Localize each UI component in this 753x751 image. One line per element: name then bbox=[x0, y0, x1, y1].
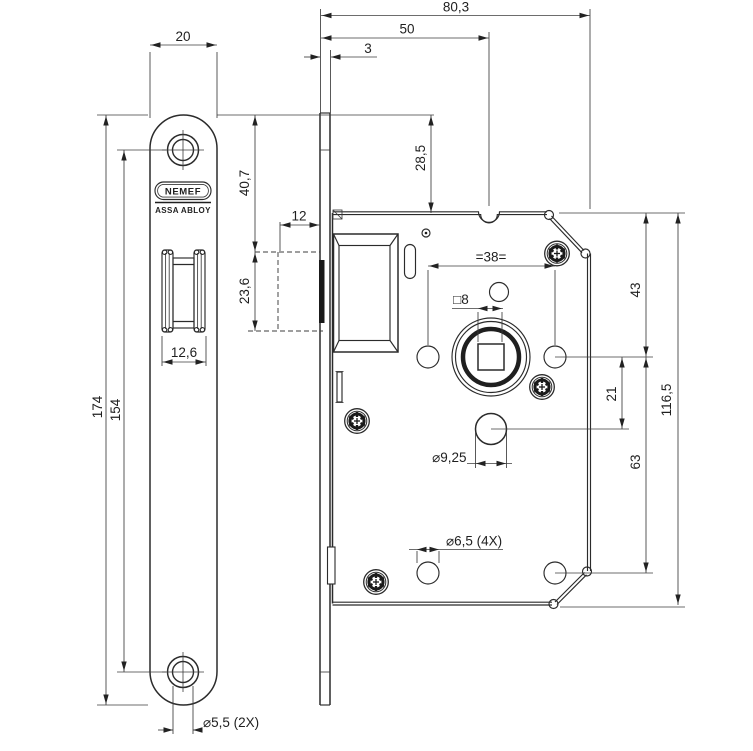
brand-name-label: NEMEF bbox=[165, 186, 201, 197]
dim-plate-width: 20 bbox=[149, 29, 218, 118]
dim-faceplate-thickness-label: 3 bbox=[364, 41, 372, 56]
bottom-screw-hole-icon bbox=[161, 651, 205, 693]
case-top-edge bbox=[332, 211, 547, 223]
torx-screw-icon-bottom-left bbox=[362, 568, 390, 596]
spring-pin bbox=[336, 371, 343, 403]
dim-plate-top-to-case: 28,5 bbox=[217, 114, 434, 213]
front-view-faceplate: NEMEF ASSA ABLOY bbox=[149, 114, 218, 706]
dim-follower-to-cylinder: 21 bbox=[604, 357, 625, 429]
dim-fixing-holes: ⌀6,5 (4X) bbox=[409, 534, 503, 563]
dim-screw-distance: 154 bbox=[108, 149, 166, 673]
dim-latch-projection: 12 bbox=[279, 209, 320, 251]
spindle-follower-hub bbox=[451, 317, 531, 397]
dim-follower-to-cylinder-label: 21 bbox=[604, 386, 619, 401]
faceplate-outline bbox=[149, 114, 218, 706]
latch-extended-dashed bbox=[248, 251, 323, 332]
case-outline bbox=[331, 209, 593, 610]
dim-fixing-holes-label: ⌀6,5 (4X) bbox=[446, 534, 502, 549]
corner-tab bbox=[332, 209, 343, 220]
spindle-square-hole bbox=[477, 343, 505, 371]
side-view-lock-case bbox=[248, 112, 593, 706]
dim-total-depth: 80,3 bbox=[320, 0, 591, 209]
dim-plate-top-to-case-label: 28,5 bbox=[413, 145, 428, 171]
dim-plate-screw-holes: ⌀5,5 (2X) bbox=[158, 686, 259, 734]
latch-head-protrusion bbox=[319, 260, 325, 323]
dim-follower-axis-label: =38= bbox=[476, 250, 507, 265]
dim-plate-screw-holes-label: ⌀5,5 (2X) bbox=[203, 715, 259, 730]
dim-cylinder-hole-label: ⌀9,25 bbox=[432, 450, 466, 465]
dim-cylinder-hole: ⌀9,25 bbox=[432, 432, 512, 468]
torx-screw-icon-top-right bbox=[543, 239, 571, 268]
stop-hole bbox=[488, 281, 510, 303]
brand-group-label: ASSA ABLOY bbox=[155, 206, 211, 215]
faceplate-edge-strip bbox=[319, 112, 331, 706]
latch-front-view bbox=[161, 249, 206, 333]
dim-backset-label: 50 bbox=[399, 22, 414, 37]
dim-latch-width-label: 12,6 bbox=[171, 345, 197, 360]
dimensions: 20 174 154 12,6 ⌀5,5 (2X) bbox=[90, 0, 685, 734]
dim-spindle-square-label: □8 bbox=[453, 292, 469, 307]
top-screw-hole-icon bbox=[161, 129, 205, 171]
dim-case-height-label: 116,5 bbox=[659, 384, 674, 417]
dim-latch-height-label: 23,6 bbox=[237, 278, 252, 304]
edge-tab bbox=[326, 546, 336, 585]
dim-plate-width-label: 20 bbox=[175, 29, 190, 44]
top-chamfer bbox=[551, 215, 585, 251]
dim-faceplate-thickness: 3 bbox=[304, 41, 377, 113]
torx-screw-icon-mid-left bbox=[343, 407, 371, 435]
dim-latch-projection-label: 12 bbox=[291, 209, 306, 224]
torx-screw-icon-mid-right bbox=[528, 373, 556, 401]
slot-cutout bbox=[403, 243, 417, 280]
fixing-hole-lower-left bbox=[416, 561, 440, 585]
fixing-hole-upper-left bbox=[416, 345, 440, 369]
bottom-chamfer bbox=[554, 572, 585, 603]
dim-backset: 50 bbox=[321, 22, 490, 206]
dim-follower-heights: 43 63 bbox=[628, 213, 649, 573]
dim-follower-axis: =38= bbox=[427, 250, 556, 345]
dim-plate-length: 174 bbox=[90, 114, 148, 706]
small-pivot-hole bbox=[421, 228, 431, 238]
dim-screw-distance-label: 154 bbox=[108, 398, 123, 421]
dim-spindle-square: □8 bbox=[452, 292, 503, 342]
dim-total-depth-label: 80,3 bbox=[443, 0, 469, 15]
dim-case-height: 116,5 bbox=[659, 213, 681, 605]
dim-plate-top-to-latch-label: 40,7 bbox=[237, 170, 252, 196]
dim-plate-length-label: 174 bbox=[90, 395, 105, 418]
dim-case-top-to-follower-label: 43 bbox=[628, 282, 643, 297]
dim-cylinder-to-lower-holes-label: 63 bbox=[628, 454, 643, 469]
latch-side-view bbox=[319, 233, 399, 353]
brand-badge: NEMEF ASSA ABLOY bbox=[154, 181, 212, 215]
dim-latch-width: 12,6 bbox=[161, 336, 207, 366]
dim-latch-position: 40,7 23,6 bbox=[237, 115, 258, 331]
